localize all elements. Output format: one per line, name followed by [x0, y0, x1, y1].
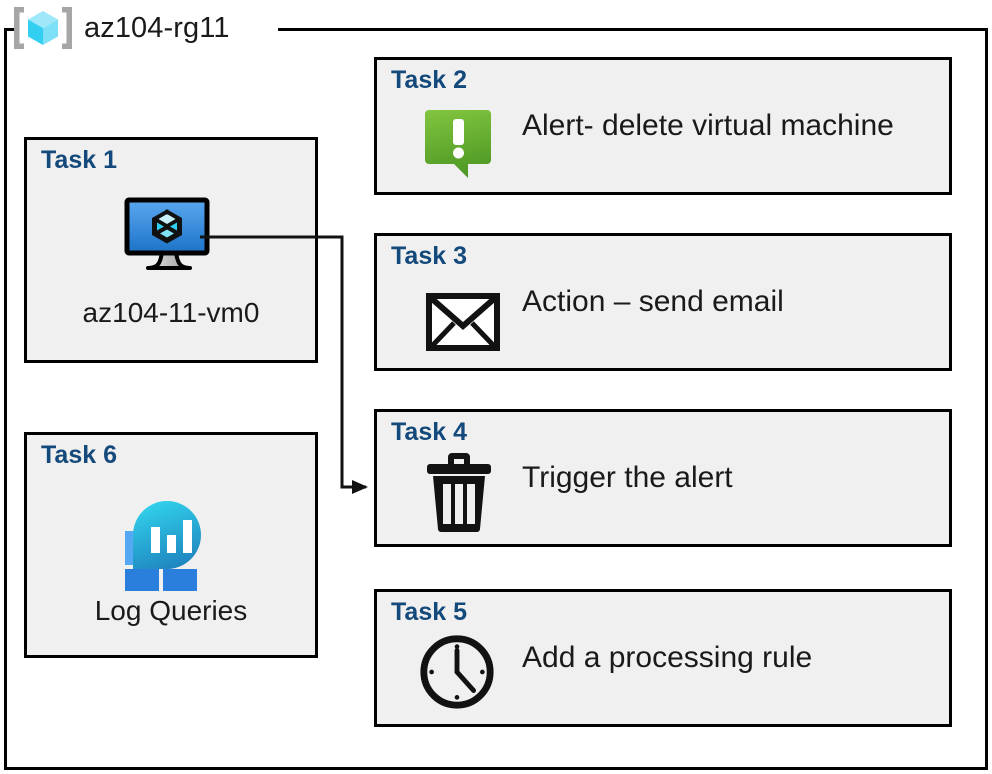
task-5-card[interactable]: Task 5 Add a processing rule — [374, 589, 952, 727]
task-1-caption: az104-11-vm0 — [82, 297, 260, 328]
task-6-card[interactable]: Task 6 — [24, 432, 318, 658]
log-analytics-icon — [27, 487, 315, 591]
task-6-label: Task 6 — [41, 441, 117, 469]
resource-group-border-top-right — [278, 28, 988, 31]
task-1-label: Task 1 — [41, 146, 117, 174]
task-4-caption: Trigger the alert — [522, 461, 733, 494]
resource-group-border-top-left — [4, 28, 18, 31]
task-3-label: Task 3 — [391, 242, 467, 270]
resource-group-title: az104-rg11 — [84, 11, 230, 44]
task-2-label: Task 2 — [391, 66, 467, 94]
alert-bubble-icon — [419, 104, 499, 184]
resource-group-border — [4, 28, 988, 770]
task-6-caption: Log Queries — [94, 595, 248, 626]
trash-delete-icon — [419, 450, 499, 532]
task-2-caption: Alert- delete virtual machine — [522, 109, 894, 142]
task-2-card[interactable]: Task 2 Alert- delete virtual machine — [374, 57, 952, 195]
clock-icon — [417, 632, 497, 712]
task-1-card[interactable]: Task 1 — [24, 137, 318, 363]
resource-group-header: az104-rg11 — [10, 0, 230, 56]
task-4-label: Task 4 — [391, 418, 467, 446]
task-3-card[interactable]: Task 3 Action – send email — [374, 233, 952, 371]
envelope-icon — [423, 282, 503, 362]
virtual-machine-icon — [27, 196, 315, 274]
task-5-caption: Add a processing rule — [522, 641, 813, 674]
task-5-label: Task 5 — [391, 598, 467, 626]
task-3-caption: Action – send email — [522, 285, 784, 318]
task-4-card[interactable]: Task 4 Trigger the alert — [374, 409, 952, 547]
azure-resource-group-icon — [14, 7, 72, 49]
